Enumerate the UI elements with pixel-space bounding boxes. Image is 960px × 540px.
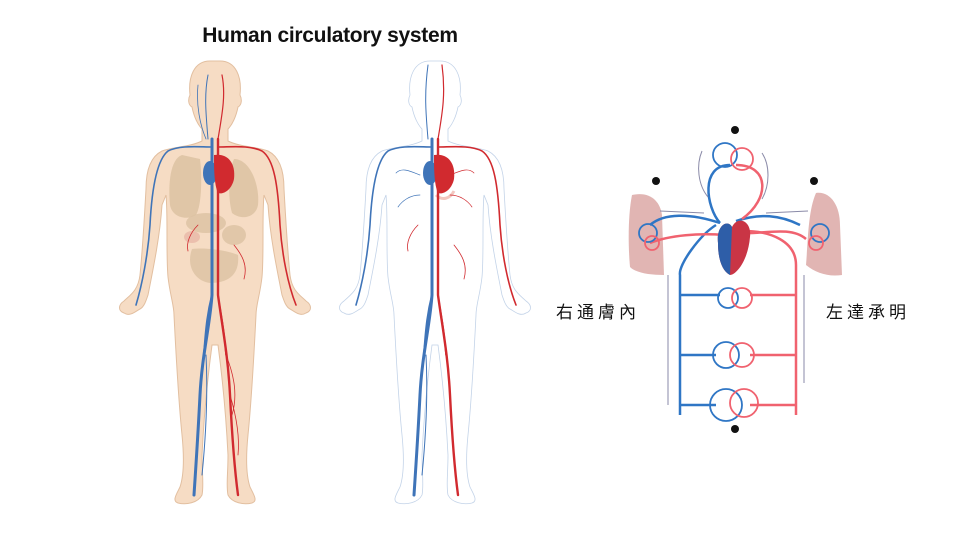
lung-right xyxy=(806,192,842,276)
schematic-figure xyxy=(628,142,842,422)
flow-arrows xyxy=(659,150,809,405)
marker-top xyxy=(731,126,739,134)
page-title: Human circulatory system xyxy=(202,24,458,47)
label-left: 右通膚內 xyxy=(556,303,640,323)
digestive-organs xyxy=(184,213,246,283)
label-right: 左達承明 xyxy=(826,303,910,323)
veins xyxy=(135,74,214,497)
lung-left xyxy=(628,194,664,275)
heart xyxy=(717,220,751,275)
veins xyxy=(355,64,434,497)
capillary-organ-1 xyxy=(717,287,753,309)
vessels-only-figure xyxy=(339,60,531,505)
arteries xyxy=(187,74,297,497)
marker-right-lung xyxy=(810,177,818,185)
arteries xyxy=(407,64,517,497)
capillary-left-lung xyxy=(638,223,660,251)
body-with-skin-figure xyxy=(119,60,311,505)
loop-red-vessels xyxy=(649,163,807,415)
capillary-right-lung xyxy=(808,223,830,251)
marker-bottom xyxy=(731,425,739,433)
body-outline xyxy=(339,60,531,505)
marker-left-lung xyxy=(652,177,660,185)
capillary-organ-3 xyxy=(709,388,759,422)
capillary-organ-2 xyxy=(712,341,755,369)
loop-blue-vessels xyxy=(649,163,801,415)
lungs xyxy=(169,155,259,218)
capillary-head xyxy=(712,142,754,171)
